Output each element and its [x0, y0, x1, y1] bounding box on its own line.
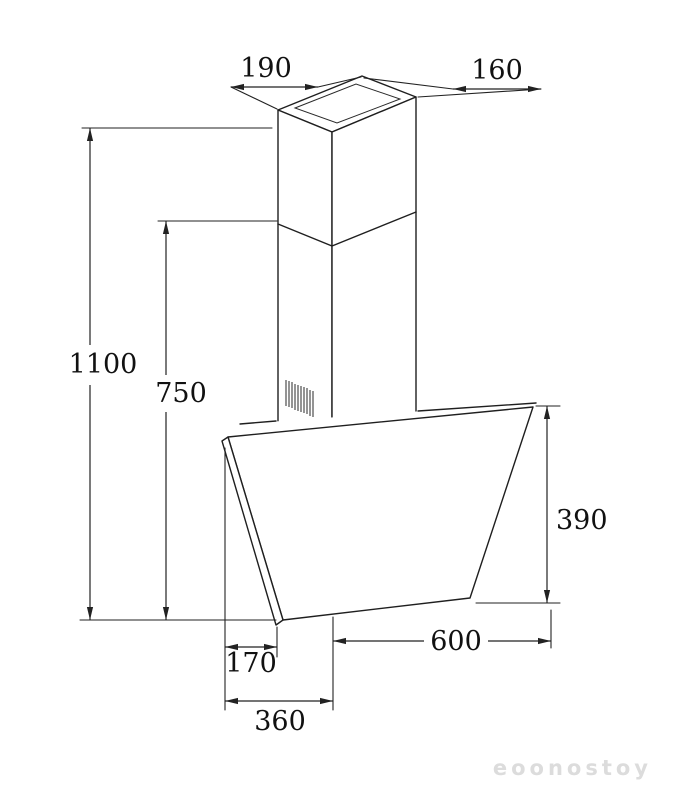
dimension-label-total-height: 1100: [69, 349, 138, 380]
dimension-chimney-height: 750: [155, 220, 278, 620]
hood-top-back-edge: [239, 402, 537, 425]
duct-telescopic-seam: [277, 211, 417, 247]
dimension-duct-width: 190: [230, 53, 362, 110]
duct-right-face: [331, 96, 417, 448]
extension-line: [332, 609, 552, 711]
dimension-body-top-depth: 170: [224, 447, 278, 711]
dimension-label-chimney-height: 750: [155, 378, 207, 409]
dimension-label-body-top-depth: 170: [225, 648, 277, 679]
dimension-body-depth: 360: [225, 697, 333, 737]
watermark-text: eoonostoy: [493, 756, 652, 780]
vent-grille-icon: [285, 380, 314, 417]
hood-left-side-edge: [221, 436, 284, 626]
dimension-label-body-width: 600: [430, 626, 482, 657]
chimney-duct: [277, 75, 417, 448]
hood-top-band: [228, 403, 536, 437]
dimension-body-width: 600: [332, 609, 552, 711]
dimension-label-body-height: 390: [556, 505, 608, 536]
extension-line: [224, 447, 278, 711]
dimension-label-duct-depth: 160: [471, 55, 523, 86]
extension-line: [79, 127, 277, 621]
duct-top-opening: [293, 83, 402, 124]
dimension-total-height: 1100: [69, 127, 277, 621]
extension-line: [230, 76, 362, 110]
dimension-duct-depth: 160: [363, 55, 542, 98]
dimension-label-body-depth: 360: [254, 706, 306, 737]
dimension-body-height: 390: [475, 405, 608, 604]
dimension-label-duct-width: 190: [240, 53, 292, 84]
hood-body: [221, 402, 537, 626]
